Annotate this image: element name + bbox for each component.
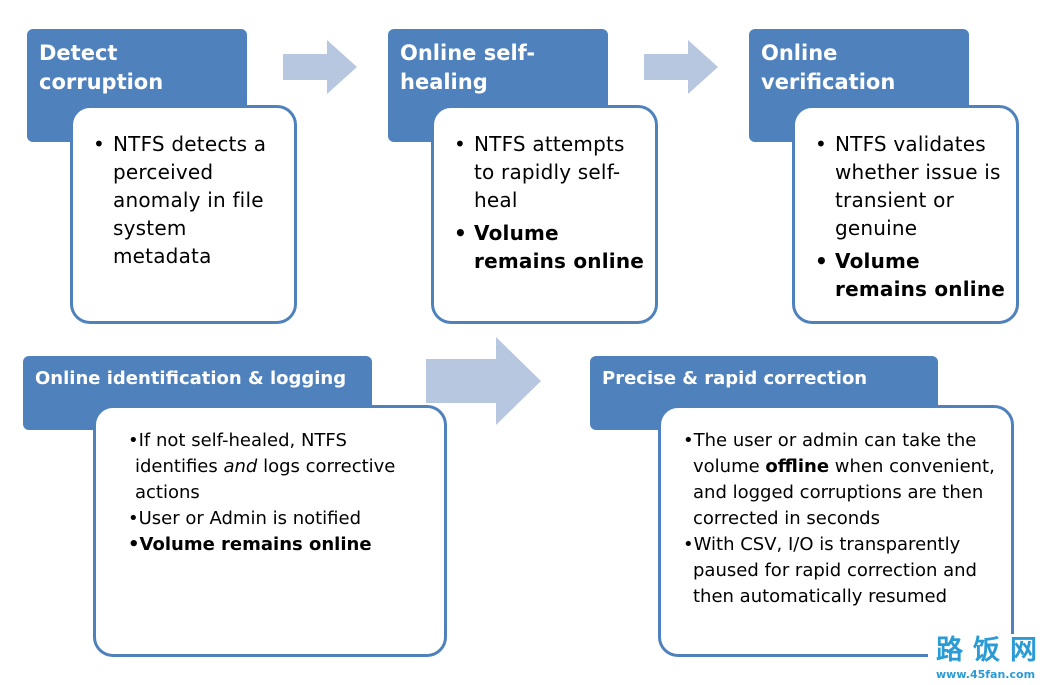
- step-correction-bullet-2: With CSV, I/O is transparently paused fo…: [683, 532, 1005, 610]
- step-verification-header: Online verification: [749, 29, 969, 142]
- step-correction-title: Precise & rapid correction: [602, 368, 868, 389]
- step-logging-bullet-online: Volume remains online: [128, 532, 434, 558]
- step-verification-card: NTFS validates whether issue is transien…: [792, 105, 1019, 324]
- step-logging-bullet-1-post: logs corrective actions: [135, 456, 396, 503]
- arrow-right-icon: [644, 40, 718, 94]
- step-healing-card: NTFS attempts to rapidly self-heal Volum…: [431, 105, 658, 324]
- step-correction-bullet-1-post: when convenient, and logged corruptions …: [693, 456, 995, 529]
- step-healing-bullet-1: NTFS attempts to rapidly self-heal: [452, 130, 645, 214]
- step-detect-card: NTFS detects a perceived anomaly in file…: [70, 105, 297, 324]
- step-detect-bullets: NTFS detects a perceived anomaly in file…: [91, 130, 280, 270]
- step-logging-bullet-1: If not self-healed, NTFS identifies and …: [128, 428, 434, 506]
- step-verification-bullets: NTFS validates whether issue is transien…: [813, 130, 1008, 303]
- step-correction-bullets: The user or admin can take the volume of…: [683, 428, 1005, 610]
- step-logging-card: If not self-healed, NTFS identifies and …: [93, 405, 447, 657]
- step-verification-bullet-online: Volume remains online: [813, 247, 1008, 303]
- step-logging-bullet-1-em: and: [223, 456, 258, 477]
- step-healing-bullets: NTFS attempts to rapidly self-heal Volum…: [452, 130, 645, 275]
- step-logging-bullets: If not self-healed, NTFS identifies and …: [128, 428, 434, 558]
- step-healing-bullet-online: Volume remains online: [452, 219, 645, 275]
- step-correction-bullet-1-pre: The user or admin can take the volume: [693, 430, 977, 477]
- step-detect-bullet-1: NTFS detects a perceived anomaly in file…: [91, 130, 280, 270]
- step-detect-title: Detect corruption: [39, 41, 164, 94]
- step-verification-bullet-1: NTFS validates whether issue is transien…: [813, 130, 1008, 242]
- arrow-right-icon: [283, 40, 357, 94]
- watermark: 路饭网 www.45fan.com: [928, 634, 1048, 685]
- step-correction-bullet-1: The user or admin can take the volume of…: [683, 428, 1005, 532]
- step-verification-title: Online verification: [761, 41, 896, 94]
- step-healing-title: Online self-healing: [400, 41, 536, 94]
- watermark-logo-text: 路饭网: [936, 635, 1047, 666]
- watermark-url: www.45fan.com: [936, 668, 1036, 681]
- step-logging-bullet-1-pre: If not self-healed, NTFS identifies: [135, 430, 347, 477]
- step-correction-bullet-1-bold: offline: [765, 456, 830, 477]
- step-logging-bullet-2: User or Admin is notified: [128, 506, 434, 532]
- step-logging-title: Online identification & logging: [35, 368, 347, 389]
- arrow-right-icon: [426, 337, 541, 425]
- step-correction-card: The user or admin can take the volume of…: [658, 405, 1014, 657]
